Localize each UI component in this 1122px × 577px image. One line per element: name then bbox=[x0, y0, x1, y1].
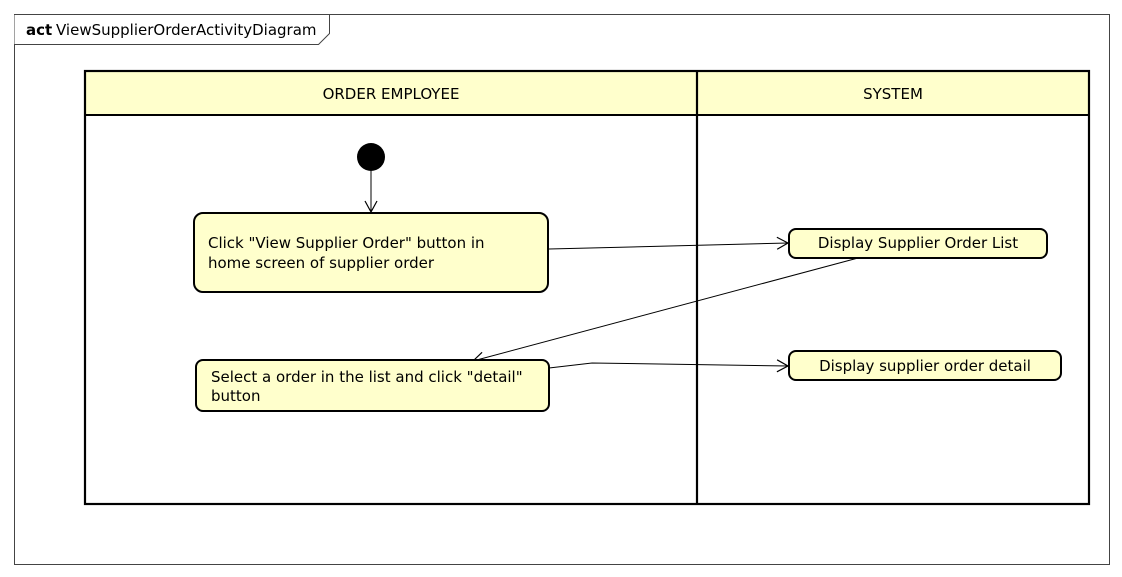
action-text-line: Click "View Supplier Order" button in bbox=[208, 234, 485, 252]
flow-select-to-display-detail bbox=[548, 359, 790, 373]
swimlane-container: ORDER EMPLOYEE SYSTEM bbox=[83, 69, 1091, 506]
frame-keyword: act bbox=[26, 21, 52, 39]
flow-click-to-display-list bbox=[548, 236, 790, 250]
initial-node bbox=[357, 143, 385, 171]
swimlane-header-system bbox=[697, 71, 1089, 115]
action-display-supplier-order-detail[interactable]: Display supplier order detail bbox=[788, 350, 1062, 381]
action-text-line: Display supplier order detail bbox=[819, 357, 1031, 375]
flow-display-list-to-select bbox=[471, 257, 859, 365]
swimlane-title-system: SYSTEM bbox=[863, 85, 923, 103]
swimlane-header-order-employee bbox=[85, 71, 697, 115]
action-text-line: home screen of supplier order bbox=[208, 254, 435, 272]
action-text-line: Select a order in the list and click "de… bbox=[211, 368, 523, 386]
swimlane-border bbox=[83, 69, 1091, 506]
swimlane-title-order-employee: ORDER EMPLOYEE bbox=[323, 85, 460, 103]
action-select-order[interactable]: Select a order in the list and click "de… bbox=[195, 359, 550, 412]
control-flows bbox=[364, 171, 859, 373]
action-text-line: Display Supplier Order List bbox=[818, 234, 1018, 252]
action-text-line: button bbox=[211, 387, 260, 405]
action-click-view-supplier-order[interactable]: Click "View Supplier Order" button in ho… bbox=[193, 212, 549, 293]
action-display-supplier-order-list[interactable]: Display Supplier Order List bbox=[788, 228, 1048, 259]
frame-title: ViewSupplierOrderActivityDiagram bbox=[56, 21, 317, 39]
frame-name-tab bbox=[14, 14, 330, 45]
